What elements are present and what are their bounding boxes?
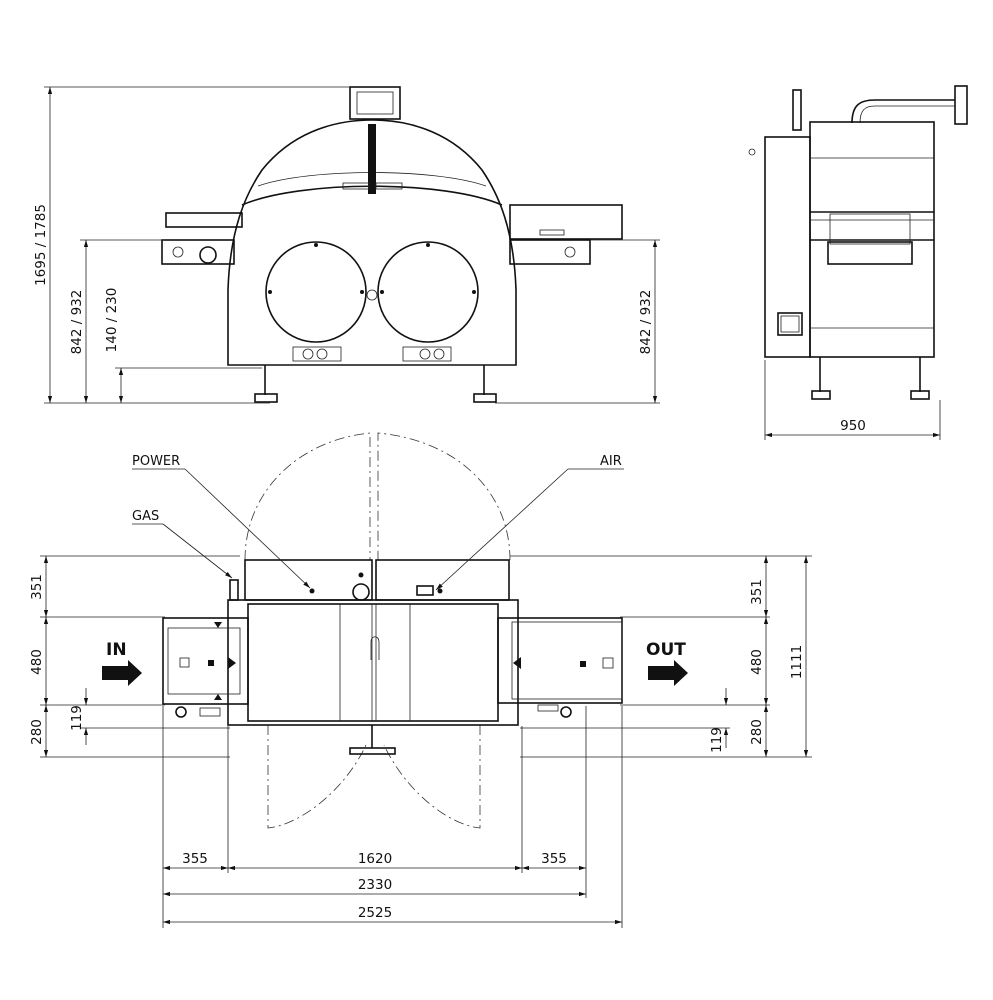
- front-dimensions: 1695 / 1785 842 / 932 140 / 230 842 / 93…: [33, 86, 660, 404]
- dim-355-left: 355: [182, 851, 208, 867]
- back-unit-right: [375, 559, 510, 601]
- dim-right-1111: 1111: [789, 645, 805, 679]
- dim-1620: 1620: [358, 851, 392, 867]
- dim-overall-height: 1695 / 1785: [33, 204, 49, 286]
- out-arrow-icon: [648, 660, 688, 686]
- top-dimensions-bottom: 355 1620 355 2330 2525: [162, 706, 623, 928]
- label-power: POWER: [132, 454, 180, 469]
- top-view: [102, 432, 688, 829]
- label-in: IN: [106, 640, 127, 660]
- dim-side-depth: 950: [840, 418, 866, 434]
- front-view: [161, 86, 623, 403]
- dim-conveyor-height-right: 842 / 932: [638, 290, 654, 355]
- dim-left-119: 119: [69, 705, 85, 731]
- side-sensor-head: [954, 85, 968, 125]
- dim-left-480: 480: [29, 649, 45, 675]
- label-gas: GAS: [132, 509, 159, 524]
- center-handle: [368, 124, 376, 194]
- left-conveyor: [165, 212, 243, 228]
- dim-conveyor-height-left: 842 / 932: [69, 290, 85, 355]
- side-view: [748, 85, 968, 400]
- door-swing-arc-left: [244, 432, 371, 561]
- right-conveyor: [509, 204, 623, 240]
- left-window: [265, 241, 367, 343]
- label-out: OUT: [646, 640, 686, 660]
- monitor-screen: [349, 86, 401, 120]
- door-swing-arc-right: [377, 432, 511, 561]
- dim-right-351: 351: [749, 579, 765, 605]
- top-dimensions-left: 351 480 280 119: [29, 555, 240, 758]
- top-dimensions-right: 351 480 280 1111 119: [510, 555, 812, 758]
- infeed-conveyor: [162, 617, 249, 705]
- oven-dome: [227, 119, 517, 366]
- dim-left-351: 351: [29, 574, 45, 600]
- dim-right-280: 280: [749, 719, 765, 745]
- dim-2330: 2330: [358, 877, 392, 893]
- right-window: [377, 241, 479, 343]
- dim-2525: 2525: [358, 905, 392, 921]
- dim-right-480: 480: [749, 649, 765, 675]
- dim-right-119: 119: [709, 727, 725, 753]
- side-dimensions: 950: [764, 360, 941, 440]
- callouts: POWER GAS AIR IN OUT: [106, 454, 686, 660]
- main-oven-body: [227, 599, 519, 726]
- dim-left-280: 280: [29, 719, 45, 745]
- dim-355-right: 355: [541, 851, 567, 867]
- dim-foot-height: 140 / 230: [104, 288, 120, 353]
- in-arrow-icon: [102, 660, 142, 686]
- label-air: AIR: [600, 454, 622, 469]
